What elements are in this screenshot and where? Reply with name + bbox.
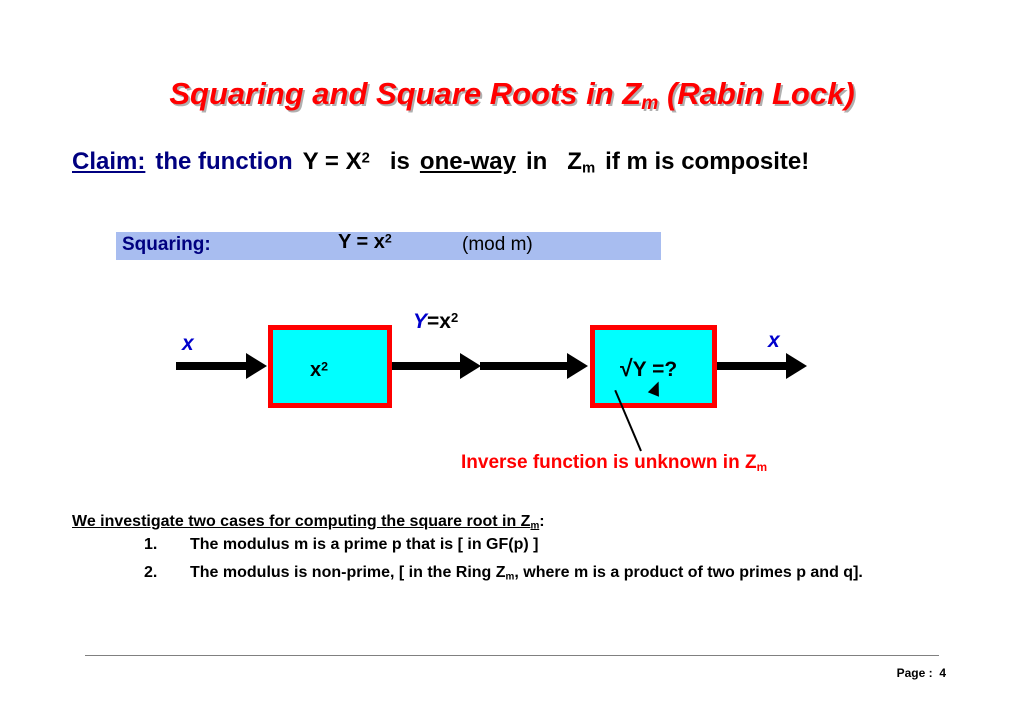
- square-root-box-label: √Y =?: [620, 355, 677, 382]
- square-root-box-text: Y =?: [632, 358, 678, 381]
- page-title: Squaring and Square Roots in Zm (Rabin L…: [0, 76, 1024, 115]
- arrow-1-head: [246, 353, 267, 379]
- claim-formula: Y = X: [302, 148, 362, 175]
- claim-zm: Z: [567, 148, 582, 175]
- arrow-1-shaft: [176, 362, 248, 370]
- list-item-text-post: , where m is a product of two primes p a…: [514, 564, 863, 581]
- list-item-text-sub: m: [505, 571, 515, 583]
- radical-icon: √: [620, 355, 633, 381]
- footer-page-number: 4: [939, 666, 946, 680]
- squaring-box-label: x2: [310, 359, 328, 382]
- claim-text-1: the function: [155, 148, 293, 175]
- title-post: (Rabin Lock): [658, 76, 855, 111]
- inverse-caption-sub: m: [756, 460, 768, 474]
- squaring-mod: (mod m): [462, 234, 533, 255]
- squaring-equation: Y = x2: [338, 231, 392, 254]
- investigation-heading-pre: We investigate two cases for computing t…: [72, 513, 531, 530]
- inverse-caption-text: Inverse function is unknown in Z: [461, 452, 757, 473]
- squaring-equation-text: Y = x: [338, 231, 385, 253]
- claim-line: Claim: the function Y = X2 is one-way in Zm if …: [72, 148, 809, 177]
- diagram-y-eq: =x: [427, 310, 451, 333]
- arrow-2-head: [460, 353, 481, 379]
- footer-divider: [85, 655, 939, 656]
- squaring-equation-sup: 2: [384, 231, 392, 246]
- diagram-output-label: x: [768, 329, 780, 352]
- diagram-y-sup: 2: [450, 310, 459, 326]
- squaring-box-x: x: [310, 359, 322, 381]
- squaring-box-sup: 2: [321, 359, 329, 374]
- claim-oneway: one-way: [419, 148, 516, 175]
- title-sub: m: [641, 92, 659, 114]
- investigation-heading-post: :: [539, 513, 545, 530]
- square-root-box: [590, 325, 717, 408]
- footer-page-indicator: Page : 4: [897, 666, 946, 680]
- claim-label: Claim:: [72, 148, 146, 175]
- squaring-box: [268, 325, 392, 408]
- footer-page-label: Page :: [896, 666, 933, 680]
- squaring-label: Squaring:: [122, 234, 211, 255]
- arrow-3-head: [567, 353, 588, 379]
- arrow-2-shaft: [392, 362, 465, 370]
- squaring-band: [116, 232, 661, 260]
- claim-text-3: in: [525, 148, 548, 175]
- diagram-input-label: x: [182, 332, 194, 355]
- title-pre: Squaring and Square Roots in Z: [169, 76, 642, 111]
- list-item-text: The modulus is non-prime, [ in the Ring …: [190, 564, 863, 582]
- list-item-number: 2.: [144, 564, 158, 581]
- list-item-text: The modulus m is a prime p that is [ in …: [190, 536, 539, 553]
- claim-formula-sup: 2: [361, 150, 370, 167]
- list-item-text-pre: The modulus is non-prime, [ in the Ring …: [190, 564, 506, 581]
- list-item-number: 1.: [144, 536, 158, 553]
- arrow-3-shaft: [480, 362, 570, 370]
- claim-text-4: if m is composite!: [605, 148, 810, 175]
- arrow-4-head: [786, 353, 807, 379]
- inverse-caption: Inverse function is unknown in Zm: [461, 452, 767, 474]
- claim-zm-sub: m: [581, 160, 596, 177]
- diagram-y-label: Y=x2: [413, 310, 458, 334]
- claim-text-2: is: [389, 148, 410, 175]
- diagram-y-symbol: Y: [413, 310, 428, 333]
- arrow-4-shaft: [717, 362, 789, 370]
- investigation-heading-sub: m: [530, 520, 540, 532]
- investigation-heading: We investigate two cases for computing t…: [72, 513, 545, 531]
